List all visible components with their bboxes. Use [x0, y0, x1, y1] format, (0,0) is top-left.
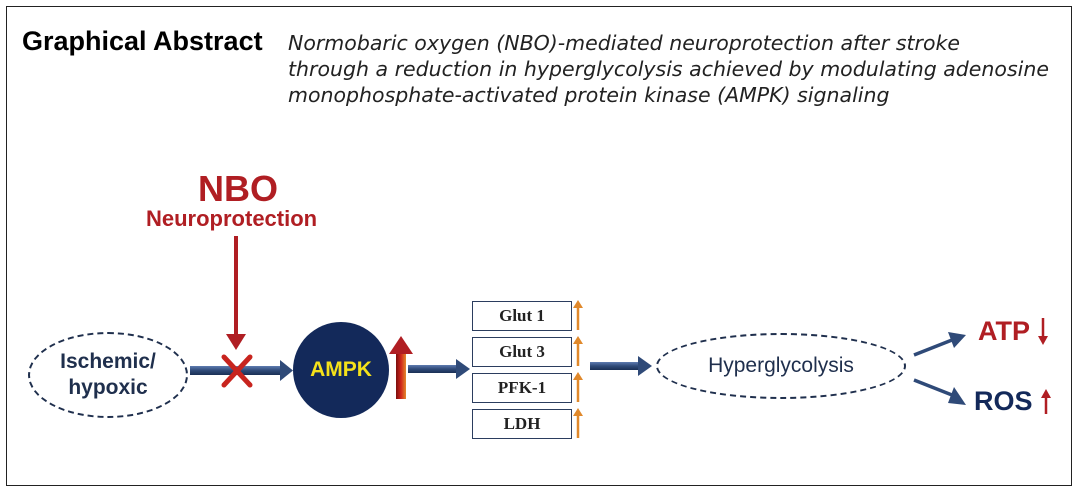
protein-box-pfk1: PFK-1: [472, 373, 572, 403]
hyperglycolysis-node: Hyperglycolysis: [656, 333, 906, 399]
ischemic-hypoxic-label: Ischemic/ hypoxic: [60, 350, 156, 399]
ampk-node: AMPK: [293, 322, 389, 418]
protein-box-glut1: Glut 1: [472, 301, 572, 331]
protein-box-ldh: LDH: [472, 409, 572, 439]
nbo-label: NBO: [198, 168, 278, 209]
ros-up-arrow-icon: [1041, 389, 1051, 414]
proteins-to-hyperglycolysis-arrow: [590, 356, 652, 376]
neuroprotection-label: Neuroprotection: [146, 206, 318, 231]
ampk-up-arrow-icon: [389, 336, 413, 399]
abstract-frame: [6, 6, 1072, 486]
ros-label: ROS: [974, 386, 1033, 416]
glut1-up-arrow-icon: [573, 300, 583, 330]
abstract-subtitle: Normobaric oxygen (NBO)-mediated neuropr…: [288, 31, 1049, 107]
atp-label: ATP: [978, 316, 1030, 346]
hyperglycolysis-to-ros-arrow: [913, 378, 966, 405]
pfk1-up-arrow-icon: [573, 372, 583, 402]
page-title: Graphical Abstract: [22, 26, 263, 56]
nbo-inhibition-arrow: [226, 236, 246, 350]
hyperglycolysis-label: Hyperglycolysis: [708, 354, 854, 377]
protein-box-glut3: Glut 3: [472, 337, 572, 367]
ischemic-hypoxic-node: Ischemic/ hypoxic: [28, 332, 188, 418]
inhibition-x-icon: [221, 354, 253, 388]
ldh-up-arrow-icon: [573, 408, 583, 438]
hyperglycolysis-to-atp-arrow: [913, 332, 966, 357]
ampk-to-proteins-arrow: [408, 359, 470, 379]
atp-down-arrow-icon: [1038, 318, 1048, 345]
glut3-up-arrow-icon: [573, 336, 583, 366]
ampk-label: AMPK: [310, 358, 372, 381]
